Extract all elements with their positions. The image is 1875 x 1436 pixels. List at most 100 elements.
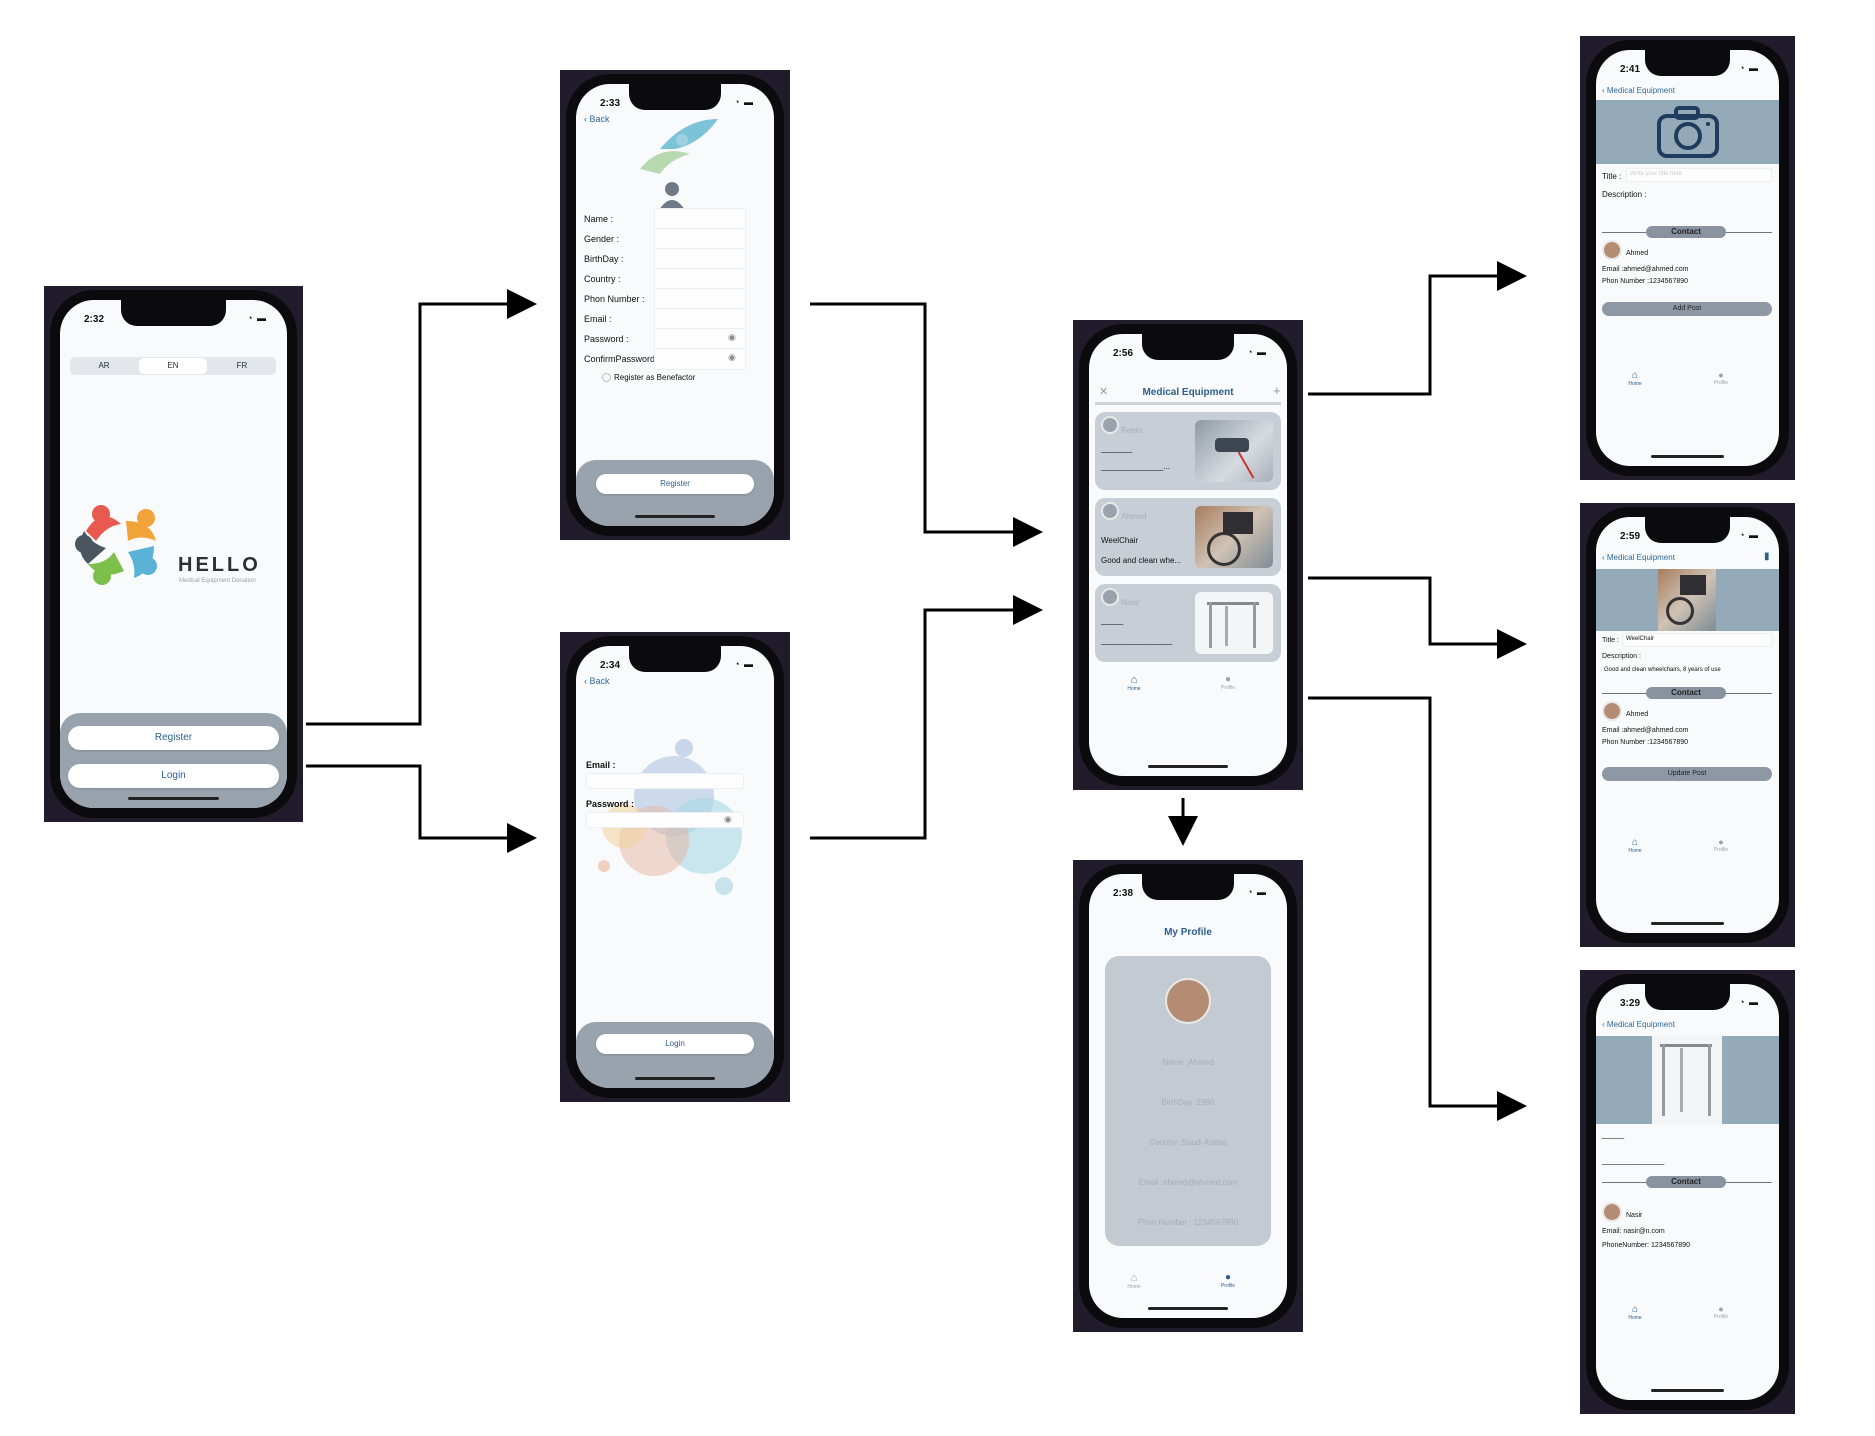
tab-home[interactable]: ⌂ Home (1119, 674, 1149, 692)
list-title: Medical Equipment (1142, 387, 1234, 398)
close-icon[interactable]: ✕ (1099, 386, 1109, 398)
email-label: Email : (586, 760, 616, 770)
password-input[interactable] (586, 812, 744, 828)
home-indicator (635, 1077, 715, 1080)
post-photo (1596, 569, 1779, 631)
tab-home[interactable]: ⌂ Home (1119, 1272, 1149, 1290)
home-icon: ⌂ (1631, 837, 1639, 848)
benefactor-radio[interactable] (602, 373, 611, 382)
back-button[interactable]: ‹ Medical Equipment (1602, 553, 1675, 562)
walker-photo (1195, 592, 1273, 654)
tab-home-label: Home (1628, 381, 1642, 387)
item-desc: Good and clean whe... (1101, 556, 1182, 565)
helping-hands-icon (640, 119, 718, 174)
title-input[interactable]: Write your title here (1626, 168, 1772, 182)
status-icons: ◔ ▬ (1739, 530, 1759, 540)
add-post-button[interactable]: Add Post (1602, 302, 1772, 316)
phone-field[interactable] (654, 288, 746, 310)
eye-icon[interactable]: ◉ (728, 332, 736, 342)
trash-icon[interactable]: ▮ (1764, 551, 1770, 562)
birthday-field[interactable] (654, 248, 746, 270)
login-button[interactable]: Login (68, 764, 279, 788)
home-indicator (1650, 455, 1725, 458)
tab-profile-label: Profile (1220, 685, 1236, 691)
back-button[interactable]: ‹ Medical Equipment (1602, 1020, 1675, 1029)
profile-title: My Profile (1164, 927, 1212, 938)
eye-icon[interactable]: ◉ (728, 352, 736, 362)
avatar (1602, 1202, 1622, 1222)
list-item[interactable]: Reem _______ ______________... (1095, 412, 1281, 490)
profile-phone: Phon Number : 1234567890 (1137, 1218, 1239, 1227)
back-button[interactable]: ‹ Back (584, 676, 610, 686)
update-post-button[interactable]: Update Post (1602, 767, 1772, 781)
post-photo (1596, 1036, 1779, 1124)
status-time: 2:59 (1620, 531, 1641, 542)
person-icon: ● (1718, 837, 1724, 847)
tab-profile[interactable]: ● Profile (1706, 1304, 1736, 1320)
plus-icon[interactable]: + (1273, 383, 1281, 398)
title-placeholder: Write your title here (1630, 171, 1682, 177)
camera-icon (1657, 106, 1719, 158)
description-label: Description : (1602, 190, 1647, 199)
field-label-name: Name : (584, 214, 614, 224)
contact-phone: Phon Number :1234567890 (1602, 739, 1689, 746)
description-value[interactable]: Good and clean wheelchairs, 8 years of u… (1604, 667, 1721, 673)
tab-profile[interactable]: ● Profile (1213, 674, 1243, 691)
back-label: Back (589, 114, 610, 124)
add-post-screen: 2:41 ◔ ▬ ‹ Medical Equipment Title : Wri… (1596, 50, 1779, 466)
contact-user: Ahmed (1626, 250, 1649, 257)
title-label: Title : (1602, 637, 1619, 644)
tab-home[interactable]: ⌂ Home (1620, 370, 1650, 387)
home-indicator (635, 515, 715, 518)
eye-icon[interactable]: ◉ (724, 814, 732, 824)
field-label-password: Password : (584, 334, 629, 344)
profile-phone: 2:38 ◔ ▬ My Profile Name :Ahmed BirthDay… (1073, 860, 1303, 1332)
language-en[interactable]: EN (139, 358, 207, 374)
email-input[interactable] (586, 773, 744, 789)
title-value: WeelChair (1626, 636, 1654, 642)
confirm-password-field[interactable] (654, 348, 746, 370)
status-icons: ◔ ▬ (247, 313, 267, 323)
back-button[interactable]: ‹ Medical Equipment (1602, 86, 1675, 95)
tab-profile[interactable]: ● Profile (1213, 1272, 1243, 1289)
status-icons: ◔ ▬ (734, 659, 754, 669)
language-ar[interactable]: AR (98, 361, 110, 370)
gender-field[interactable] (654, 228, 746, 250)
post-title: _____ (1602, 1130, 1625, 1139)
person-icon: ● (1718, 370, 1724, 380)
profile-email: Email :ahmed@ahmed.com (1138, 1178, 1238, 1187)
tab-profile[interactable]: ● Profile (1706, 837, 1736, 853)
tab-home[interactable]: ⌂ Home (1620, 837, 1650, 854)
item-title: _______ (1101, 444, 1133, 453)
home-icon: ⌂ (1631, 1304, 1639, 1315)
list-item[interactable]: Nasir _____ ________________ (1095, 584, 1281, 662)
language-fr[interactable]: FR (236, 361, 248, 370)
photo-picker[interactable] (1596, 100, 1779, 164)
person-icon: ● (1224, 674, 1232, 685)
title-input[interactable]: WeelChair (1622, 633, 1772, 647)
avatar (1165, 978, 1211, 1024)
update-post-screen: 2:59 ◔ ▬ ‹ Medical Equipment ▮ Title : W… (1596, 517, 1779, 933)
name-field[interactable] (654, 208, 746, 230)
login-submit-button[interactable]: Login (596, 1034, 754, 1054)
add-post-phone: 2:41 ◔ ▬ ‹ Medical Equipment Title : Wri… (1580, 36, 1795, 480)
tab-profile[interactable]: ● Profile (1706, 370, 1736, 386)
back-button[interactable]: ‹ Back (584, 114, 610, 124)
avatar (1101, 502, 1119, 520)
status-icons: ◔ ▬ (734, 97, 754, 107)
list-item[interactable]: Ahmed WeelChair Good and clean whe... (1095, 498, 1281, 576)
country-field[interactable] (654, 268, 746, 290)
view-post-phone: 3:29 ◔ ▬ ‹ Medical Equipment _____ _____… (1580, 970, 1795, 1414)
register-submit-button[interactable]: Register (596, 474, 754, 494)
tab-home[interactable]: ⌂ Home (1620, 1304, 1650, 1321)
email-field[interactable] (654, 308, 746, 330)
status-time: 2:56 (1113, 348, 1134, 359)
status-icons: ◔ ▬ (1247, 887, 1267, 897)
item-user: Reem (1121, 426, 1143, 435)
list-phone: 2:56 ◔ ▬ ✕ Medical Equipment + Reem ____… (1073, 320, 1303, 790)
register-phone: 2:33 ◔ ▬ ‹ Back Name : Gender : BirthDay… (560, 70, 790, 540)
contact-phone: Phon Number :1234567890 (1602, 278, 1689, 285)
register-button[interactable]: Register (68, 726, 279, 750)
people-circle-logo-icon (75, 505, 157, 585)
login-screen: 2:34 ◔ ▬ ‹ Back Email : Password : ◉ Log… (576, 646, 774, 1088)
